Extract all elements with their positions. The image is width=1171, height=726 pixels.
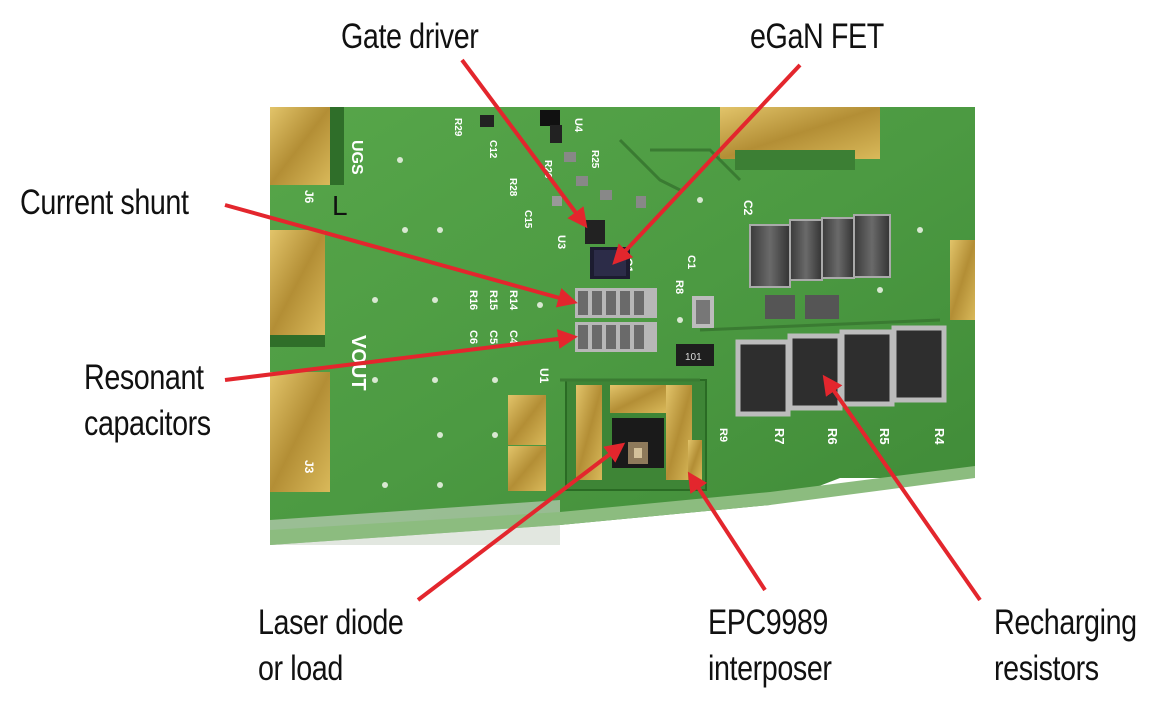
silk-u3: U3 <box>555 235 567 249</box>
silk-r7: R7 <box>772 428 787 445</box>
label-egan-fet-text: eGaN FET <box>750 17 884 56</box>
resistor-101: 101 <box>676 344 714 366</box>
silk-c4: C4 <box>507 330 519 345</box>
label-laser-diode: Laser diode or load <box>258 600 404 692</box>
silk-ugs: UGS <box>348 140 365 175</box>
silk-c1: C1 <box>685 255 697 269</box>
silk-r25: R25 <box>589 150 600 169</box>
arrow-resonant-capacitors <box>224 329 578 382</box>
vias <box>372 157 923 488</box>
silk-c6: C6 <box>467 330 479 344</box>
label-recharging-line2: resistors <box>994 649 1099 688</box>
laser-diode <box>612 418 664 468</box>
gate-driver-chip <box>585 220 605 244</box>
label-laser-line2: or load <box>258 649 343 688</box>
small-smd <box>480 110 646 208</box>
silk-j3: J3 <box>302 460 316 474</box>
output-capacitors <box>749 214 891 319</box>
label-gate-driver-text: Gate driver <box>341 17 479 56</box>
resonant-capacitor-row <box>575 322 657 352</box>
silk-c15: C15 <box>522 210 533 229</box>
label-interposer: EPC9989 interposer <box>708 600 832 692</box>
label-laser-line1: Laser diode <box>258 603 404 642</box>
callout-arrows <box>224 58 982 602</box>
label-recharging-resistors: Recharging resistors <box>994 600 1137 692</box>
arrow-egan-fet <box>612 63 802 265</box>
resistor-r8 <box>692 296 714 328</box>
chip-code: 101 <box>685 352 702 363</box>
arrow-current-shunt <box>224 203 578 308</box>
silk-r14: R14 <box>507 290 519 311</box>
arrow-laser-diode <box>416 442 626 602</box>
label-gate-driver: Gate driver <box>341 14 479 60</box>
epc9989-interposer <box>508 379 707 491</box>
shunt-resistor-row <box>575 288 657 318</box>
left-connectors <box>270 107 344 492</box>
silk-c12: C12 <box>487 140 498 159</box>
top-connectors <box>720 107 975 320</box>
arrow-recharging-resistors <box>822 374 982 602</box>
label-resonant-capacitors: Resonant capacitors <box>84 355 211 447</box>
label-interposer-line1: EPC9989 <box>708 603 828 642</box>
label-interposer-line2: interposer <box>708 649 832 688</box>
silk-j6: J6 <box>302 190 316 204</box>
silk-r6: R6 <box>825 428 840 445</box>
silk-u4: U4 <box>572 118 584 133</box>
label-current-shunt-text: Current shunt <box>20 183 189 222</box>
arrow-interposer <box>687 471 767 592</box>
label-recharging-line1: Recharging <box>994 603 1137 642</box>
silk-r8: R8 <box>673 280 685 294</box>
silkscreen-labels: UGS VOUT J6 J3 U1 U3 U4 Q1 R7 R6 R5 R4 R… <box>302 118 947 474</box>
silk-r5: R5 <box>877 428 892 445</box>
silk-r15: R15 <box>487 290 499 310</box>
label-current-shunt: Current shunt <box>20 180 189 226</box>
label-egan-fet: eGaN FET <box>750 14 884 60</box>
arrow-gate-driver <box>460 58 588 229</box>
silk-r28: R28 <box>507 178 518 197</box>
pcb-traces <box>560 138 941 382</box>
silk-r16: R16 <box>467 290 479 310</box>
silk-r29: R29 <box>452 118 463 137</box>
silk-c2: C2 <box>741 200 755 216</box>
silk-r26: R26 <box>542 160 553 179</box>
silk-c5: C5 <box>487 330 499 344</box>
label-resonant-line2: capacitors <box>84 404 211 443</box>
silk-r4: R4 <box>932 428 947 445</box>
silk-r9: R9 <box>717 428 729 442</box>
board-marker: L <box>332 190 348 221</box>
label-resonant-line1: Resonant <box>84 358 204 397</box>
silk-u1: U1 <box>537 368 551 384</box>
